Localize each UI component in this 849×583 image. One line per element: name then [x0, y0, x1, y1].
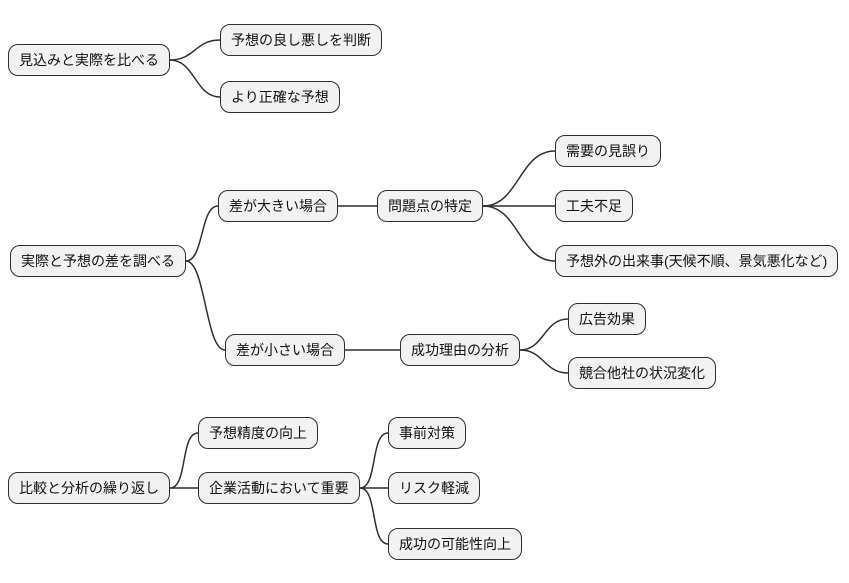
node-advertising-effect: 広告効果: [568, 303, 646, 335]
node-large-gap-case: 差が大きい場合: [218, 190, 338, 222]
node-insufficient-effort: 工夫不足: [555, 190, 633, 222]
edge-root1-c1b: [169, 59, 221, 98]
node-small-gap-case: 差が小さい場合: [225, 334, 345, 366]
node-unexpected-events: 予想外の出来事(天候不順、景気悪化など): [555, 245, 839, 277]
edge-c3b-g3b3: [359, 487, 389, 545]
node-more-accurate-forecast: より正確な予想: [220, 81, 340, 113]
node-judge-forecast-quality: 予想の良し悪しを判断: [220, 24, 382, 56]
node-improve-forecast-accuracy: 予想精度の向上: [198, 417, 318, 449]
edge-root1-c1a: [169, 39, 221, 61]
node-compare-estimate-vs-actual: 見込みと実際を比べる: [8, 44, 170, 76]
node-analyze-success-reasons: 成功理由の分析: [400, 334, 520, 366]
node-advance-measures: 事前対策: [388, 417, 466, 449]
node-competitor-changes: 競合他社の状況変化: [568, 357, 716, 389]
node-examine-gap-actual-forecast: 実際と予想の差を調べる: [10, 245, 186, 277]
edge-c3b-g3b1: [359, 432, 389, 489]
edge-c2b1-g2b2: [519, 349, 569, 374]
edge-c2a1-g2a1: [482, 150, 556, 207]
edge-root2-c2b: [185, 260, 226, 351]
node-higher-success-probability: 成功の可能性向上: [388, 528, 522, 560]
edge-root2-c2a: [185, 205, 219, 262]
node-important-for-business: 企業活動において重要: [198, 472, 360, 504]
edge-c2b1-g2b1: [519, 318, 569, 351]
node-identify-problems: 問題点の特定: [377, 190, 483, 222]
node-risk-reduction: リスク軽減: [388, 472, 480, 504]
edge-c2a1-g2a3: [482, 205, 556, 262]
edge-root3-c3a: [169, 432, 199, 489]
node-demand-misjudgment: 需要の見誤り: [555, 135, 661, 167]
node-repeat-comparison-analysis: 比較と分析の繰り返し: [8, 472, 170, 504]
